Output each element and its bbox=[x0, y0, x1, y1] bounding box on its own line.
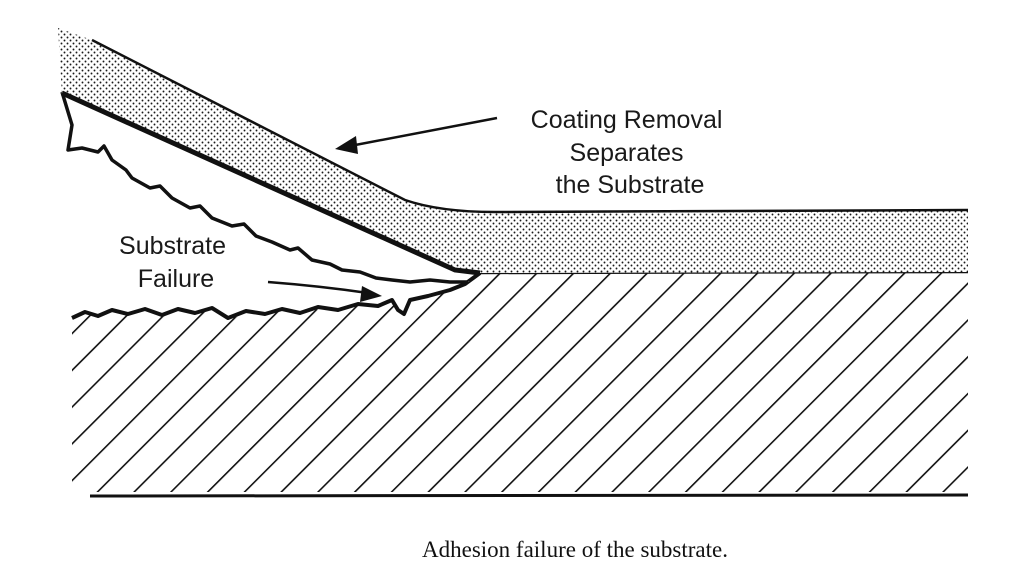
coating-top-edge bbox=[91, 38, 969, 214]
substrate-fracture-edge bbox=[71, 271, 482, 320]
substrate-baseline bbox=[89, 493, 969, 498]
coating-bottom-edge bbox=[60, 90, 481, 276]
coating-removal-arrow bbox=[335, 116, 498, 154]
coating-removal-label: Coating Removal Separates the Substrate bbox=[531, 106, 730, 199]
substrate-failure-label: Substrate Failure bbox=[119, 232, 233, 293]
figure-caption: Adhesion failure of the substrate. bbox=[422, 537, 728, 562]
substrate-failure-arrow bbox=[267, 280, 382, 302]
substrate bbox=[71, 270, 969, 498]
torn-substrate-fragment-edge bbox=[60, 91, 468, 284]
coating-layer bbox=[58, 28, 969, 276]
